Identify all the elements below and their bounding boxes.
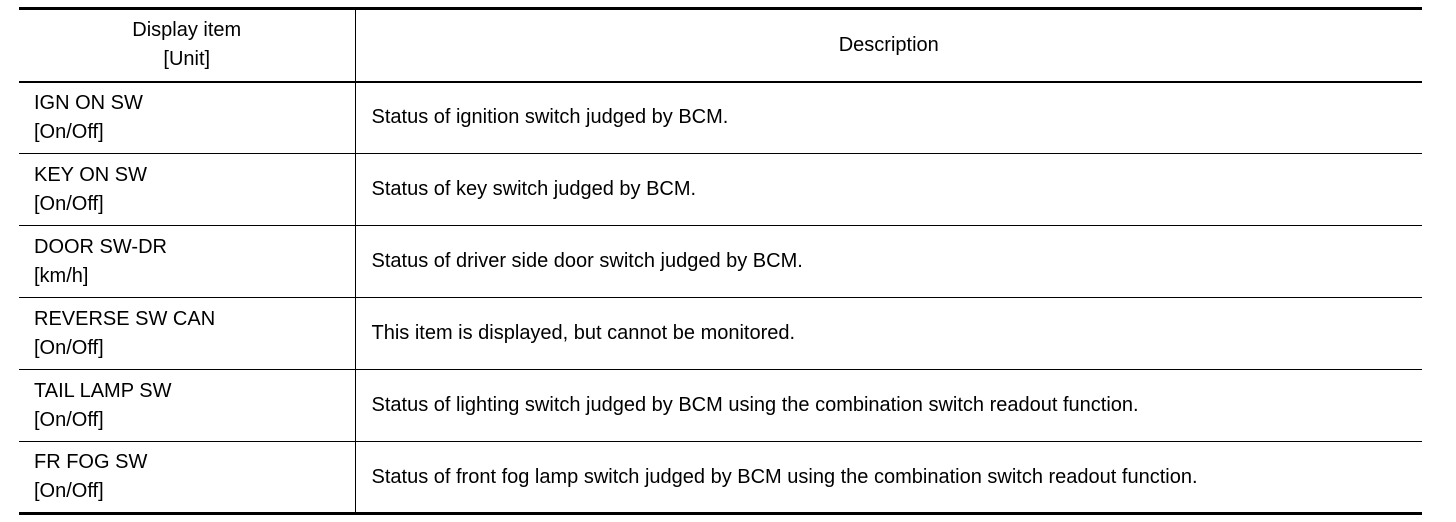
display-item-cell: TAIL LAMP SW [On/Off]	[19, 369, 356, 442]
description-cell: Status of ignition switch judged by BCM.	[355, 81, 1422, 154]
display-item-cell: IGN ON SW [On/Off]	[19, 81, 356, 154]
description-cell: This item is displayed, but cannot be mo…	[355, 297, 1422, 370]
monitor-items-table: Display item [Unit] Description IGN ON S…	[19, 7, 1422, 515]
table-row: KEY ON SW [On/Off] Status of key switch …	[19, 153, 1422, 226]
display-item-header-label: Display item	[132, 19, 242, 42]
monitor-items-table-container: Display item [Unit] Description IGN ON S…	[19, 7, 1422, 515]
description-header-label: Description	[838, 33, 939, 56]
table-row: DOOR SW-DR [km/h] Status of driver side …	[19, 225, 1422, 298]
description-cell: Status of key switch judged by BCM.	[355, 153, 1422, 226]
item-unit: [On/Off]	[34, 120, 104, 143]
display-item-header: Display item [Unit]	[19, 7, 356, 83]
item-unit: [km/h]	[34, 264, 89, 287]
description-cell: Status of lighting switch judged by BCM …	[355, 369, 1422, 442]
display-item-cell: KEY ON SW [On/Off]	[19, 153, 356, 226]
item-name: REVERSE SW CAN	[34, 307, 216, 330]
display-item-cell: FR FOG SW [On/Off]	[19, 441, 356, 515]
item-name: DOOR SW-DR	[34, 235, 167, 258]
item-unit: [On/Off]	[34, 192, 104, 215]
display-item-cell: DOOR SW-DR [km/h]	[19, 225, 356, 298]
item-unit: [On/Off]	[34, 408, 104, 431]
item-unit: [On/Off]	[34, 336, 104, 359]
table-row: IGN ON SW [On/Off] Status of ignition sw…	[19, 81, 1422, 154]
item-name: TAIL LAMP SW	[34, 379, 172, 402]
description-cell: Status of front fog lamp switch judged b…	[355, 441, 1422, 515]
table-row: FR FOG SW [On/Off] Status of front fog l…	[19, 441, 1422, 515]
unit-header-label: [Unit]	[163, 48, 211, 71]
item-name: IGN ON SW	[34, 91, 143, 114]
item-name: FR FOG SW	[34, 451, 148, 473]
item-unit: [On/Off]	[34, 480, 104, 502]
table-row: REVERSE SW CAN [On/Off] This item is dis…	[19, 297, 1422, 370]
description-cell: Status of driver side door switch judged…	[355, 225, 1422, 298]
table-row: TAIL LAMP SW [On/Off] Status of lighting…	[19, 369, 1422, 442]
item-name: KEY ON SW	[34, 163, 147, 186]
table-header-row: Display item [Unit] Description	[19, 7, 1422, 83]
description-header: Description	[355, 7, 1422, 83]
display-item-cell: REVERSE SW CAN [On/Off]	[19, 297, 356, 370]
